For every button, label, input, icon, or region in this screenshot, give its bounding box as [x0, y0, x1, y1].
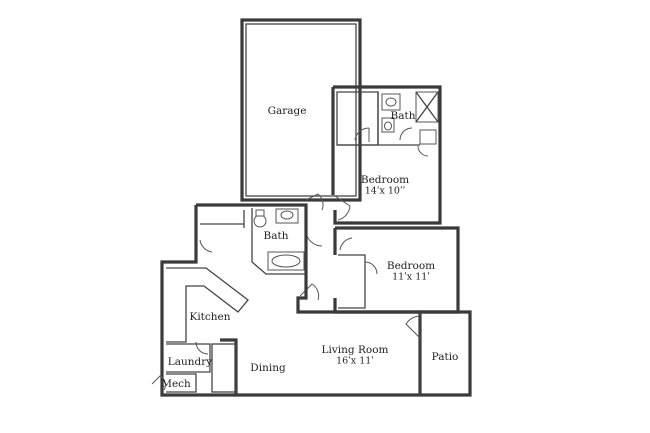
living-room-dimensions: 16ʹx 11ʹ: [336, 355, 374, 367]
kitchen-label: Kitchen: [189, 310, 231, 323]
lower-bath-label: Bath: [263, 229, 289, 242]
lower-bath-walls: [194, 203, 308, 275]
garage-walls: [240, 18, 362, 202]
kitchen-counter: [166, 267, 249, 393]
doors-upper: [334, 127, 429, 221]
secondary-bedroom-label: Bedroom: [386, 259, 436, 272]
upper-bath-fixtures: [381, 91, 439, 145]
laundry-mech-walls: [151, 343, 211, 393]
upper-bath-label: Bath: [390, 109, 416, 122]
living-room-label: Living Room: [321, 343, 389, 356]
dining-label: Dining: [250, 361, 286, 374]
secondary-bedroom-dimensions: 11ʹx 11ʹ: [392, 271, 430, 283]
garage-label: Garage: [267, 104, 307, 117]
mech-label: Mech: [161, 377, 191, 390]
primary-bedroom-label: Bedroom: [360, 173, 410, 186]
primary-bedroom-walls: [331, 85, 442, 225]
patio-label: Patio: [431, 350, 459, 363]
laundry-label: Laundry: [167, 355, 213, 368]
primary-bedroom-dimensions: 14ʹx 10ʹʹ: [364, 185, 406, 197]
